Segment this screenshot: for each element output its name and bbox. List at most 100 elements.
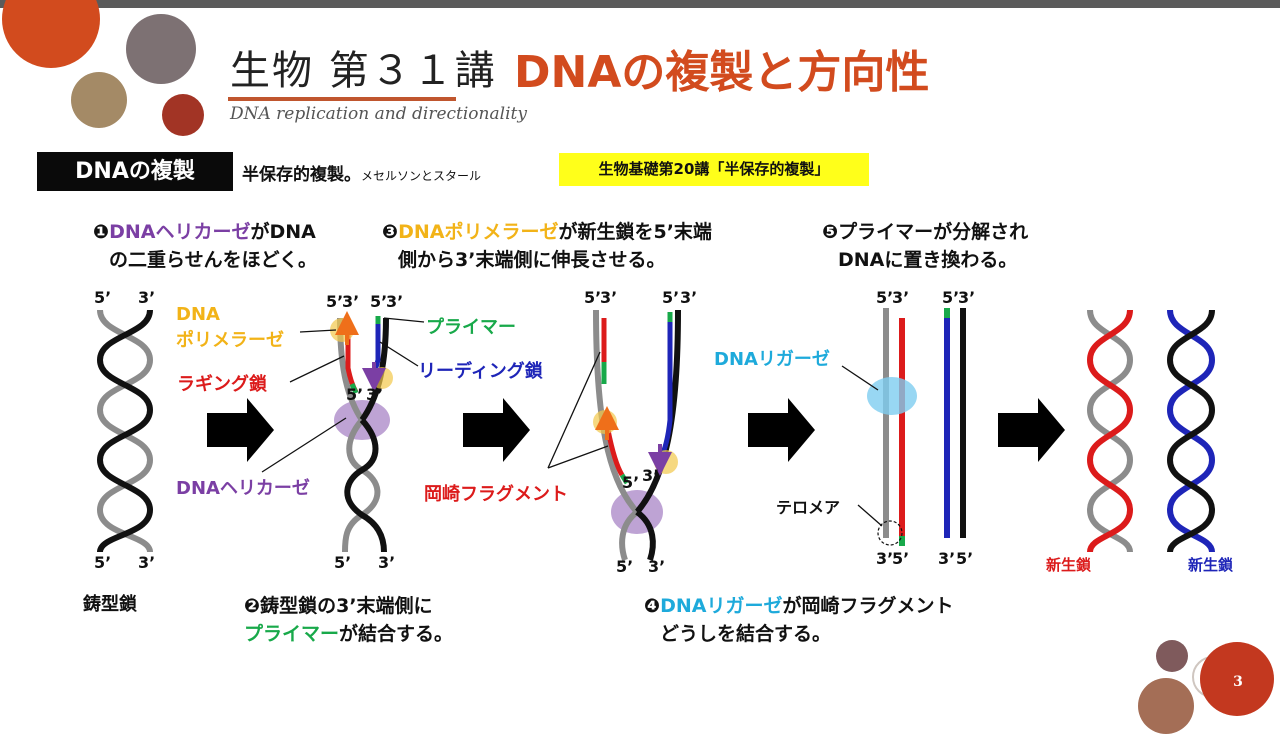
step-arrow-2 xyxy=(463,398,530,462)
fork2-bottom-5: 5’ xyxy=(334,553,352,572)
final-bottom-3-blue: 3’ xyxy=(938,549,956,568)
fork2-mid-3-blue: 3’ xyxy=(366,385,384,404)
step3-line2: 側から3’末端側に伸長させる。 xyxy=(398,249,666,271)
step4-rest: が岡崎フラグメント xyxy=(782,595,954,617)
final-bottom-5-red: 5’ xyxy=(892,549,910,568)
fork3-okazaki-2 xyxy=(605,429,625,477)
ligase-label: DNAリガーゼ xyxy=(714,349,830,370)
fork2-top-3-black: 3’ xyxy=(386,292,404,311)
polymerase-label: DNA ポリメラーゼ xyxy=(176,302,284,354)
step1-rest: がDNA xyxy=(250,221,316,243)
step4-highlight: DNAリガーゼ xyxy=(660,595,783,617)
leading-strand-label: リーディング鎖 xyxy=(418,361,543,382)
final-helix-right-black xyxy=(1166,309,1216,553)
fork3-top-5-blue: 5’ xyxy=(662,288,680,307)
decor-circle-tan xyxy=(71,72,127,128)
okazaki-fragment-label: 岡崎フラグメント xyxy=(424,484,568,505)
section-description: 半保存的複製。メセルソンとスタール xyxy=(242,160,481,185)
fork3-bottom-3: 3’ xyxy=(648,557,666,576)
step5-line2: DNAに置き換わる。 xyxy=(838,249,1018,271)
step3-number: ❸ xyxy=(382,221,399,243)
leader-polymerase xyxy=(299,329,337,333)
fork3-mid-5-red: 5’ xyxy=(622,473,640,492)
footer-circle-small xyxy=(1156,640,1188,672)
fork2-black-bottom xyxy=(344,417,387,553)
step-arrow-1 xyxy=(207,398,274,462)
polymerase-label-line1: DNA xyxy=(176,304,220,325)
fork3-leading xyxy=(657,316,673,462)
fork2-bottom-3: 3’ xyxy=(378,553,396,572)
helix1-black-strand xyxy=(96,309,154,553)
page-title: DNAの複製と方向性 xyxy=(514,47,930,98)
telomere-circle xyxy=(877,520,903,546)
fork2-primer-lagging xyxy=(349,382,359,395)
step-arrow-3 xyxy=(748,398,815,462)
helix1-top-5: 5’ xyxy=(94,288,112,307)
page-subtitle: DNA replication and directionality xyxy=(230,104,527,124)
step4-text: ❹DNAリガーゼが岡崎フラグメント どうしを結合する。 xyxy=(644,592,954,648)
step2-rest: が結合する。 xyxy=(339,623,454,645)
step2-line1: 鋳型鎖の3’末端側に xyxy=(260,595,433,617)
step1-text: ❶DNAヘリカーゼがDNA の二重らせんをほどく。 xyxy=(93,218,317,274)
step2-text: ❷鋳型鎖の3’末端側に プライマーが結合する。 xyxy=(244,592,453,648)
step1-number: ❶ xyxy=(93,221,110,243)
final-top-3-black: 3’ xyxy=(958,288,976,307)
final-bottom-5-black: 5’ xyxy=(956,549,974,568)
step2-number: ❷ xyxy=(244,595,261,617)
step-arrow-4 xyxy=(998,398,1065,462)
step3-text: ❸DNAポリメラーゼが新生鎖を5’末端 側から3’末端側に伸長させる。 xyxy=(382,218,712,274)
fork2-mid-5-red: 5’ xyxy=(346,385,364,404)
fork3-top-5-gray: 5’ xyxy=(584,288,602,307)
fork3-gray-bottom xyxy=(619,509,639,561)
step1-highlight: DNAヘリカーゼ xyxy=(109,221,251,243)
polymerase-label-line2: ポリメラーゼ xyxy=(176,330,284,351)
fork3-top-3-black: 3’ xyxy=(680,288,698,307)
reference-box: 生物基礎第20講「半保存的複製」 xyxy=(559,153,869,186)
fork3-bottom-5: 5’ xyxy=(616,557,634,576)
primer-label: プライマー xyxy=(426,317,516,338)
section-badge: DNAの複製 xyxy=(37,152,233,191)
page-number: 3 xyxy=(1233,674,1243,690)
helix1-bottom-5: 5’ xyxy=(94,553,112,572)
new-strand-label-left: 新生鎖 xyxy=(1046,556,1092,574)
decor-circle-gray xyxy=(126,14,196,84)
helicase-label: DNAヘリカーゼ xyxy=(176,478,310,499)
fork3-primer-2 xyxy=(619,473,630,485)
final-bottom-3-gray: 3’ xyxy=(876,549,894,568)
leader-okazaki-2 xyxy=(547,445,609,469)
helix1-top-3: 3’ xyxy=(138,288,156,307)
final-top-3-red: 3’ xyxy=(892,288,910,307)
fork2-gray-bottom xyxy=(342,418,381,553)
leader-ligase xyxy=(841,365,879,391)
section-desc-small: メセルソンとスタール xyxy=(361,169,482,183)
fork2-top-5-gray: 5’ xyxy=(326,292,344,311)
final-helix-left-red xyxy=(1086,309,1134,553)
step5-number: ❺ xyxy=(822,221,839,243)
fork3-mid-3-blue: 3’ xyxy=(642,466,660,485)
new-strand-label-right: 新生鎖 xyxy=(1188,556,1234,574)
step5-text: ❺プライマーが分解され DNAに置き換わる。 xyxy=(822,218,1028,274)
fork3-black-bottom xyxy=(635,509,656,561)
leader-telomere xyxy=(857,504,883,527)
leader-okazaki-1 xyxy=(547,351,601,469)
decor-circle-darkred xyxy=(162,94,204,136)
fork2-top-5-blue: 5’ xyxy=(370,292,388,311)
lagging-strand-label: ラギング鎖 xyxy=(177,374,267,395)
telomere-label: テロメア xyxy=(776,498,841,517)
step5-line1: プライマーが分解され xyxy=(838,221,1029,243)
fork2-top-3-red: 3’ xyxy=(342,292,360,311)
fork3-top-3-red: 3’ xyxy=(600,288,618,307)
helix1-bottom-3: 3’ xyxy=(138,553,156,572)
lecture-number: 生物 第３１講 xyxy=(230,48,497,94)
top-bar xyxy=(0,0,1280,8)
final-top-5-blue: 5’ xyxy=(942,288,960,307)
step4-number: ❹ xyxy=(644,595,661,617)
leader-helicase xyxy=(261,417,347,473)
section-desc-main: 半保存的複製。 xyxy=(242,165,361,185)
step4-line2: どうしを結合する。 xyxy=(660,623,832,645)
fork3-gray-top xyxy=(593,309,640,515)
title-underline xyxy=(228,97,456,101)
template-strand-label: 鋳型鎖 xyxy=(83,594,137,615)
step2-highlight: プライマー xyxy=(244,623,340,645)
